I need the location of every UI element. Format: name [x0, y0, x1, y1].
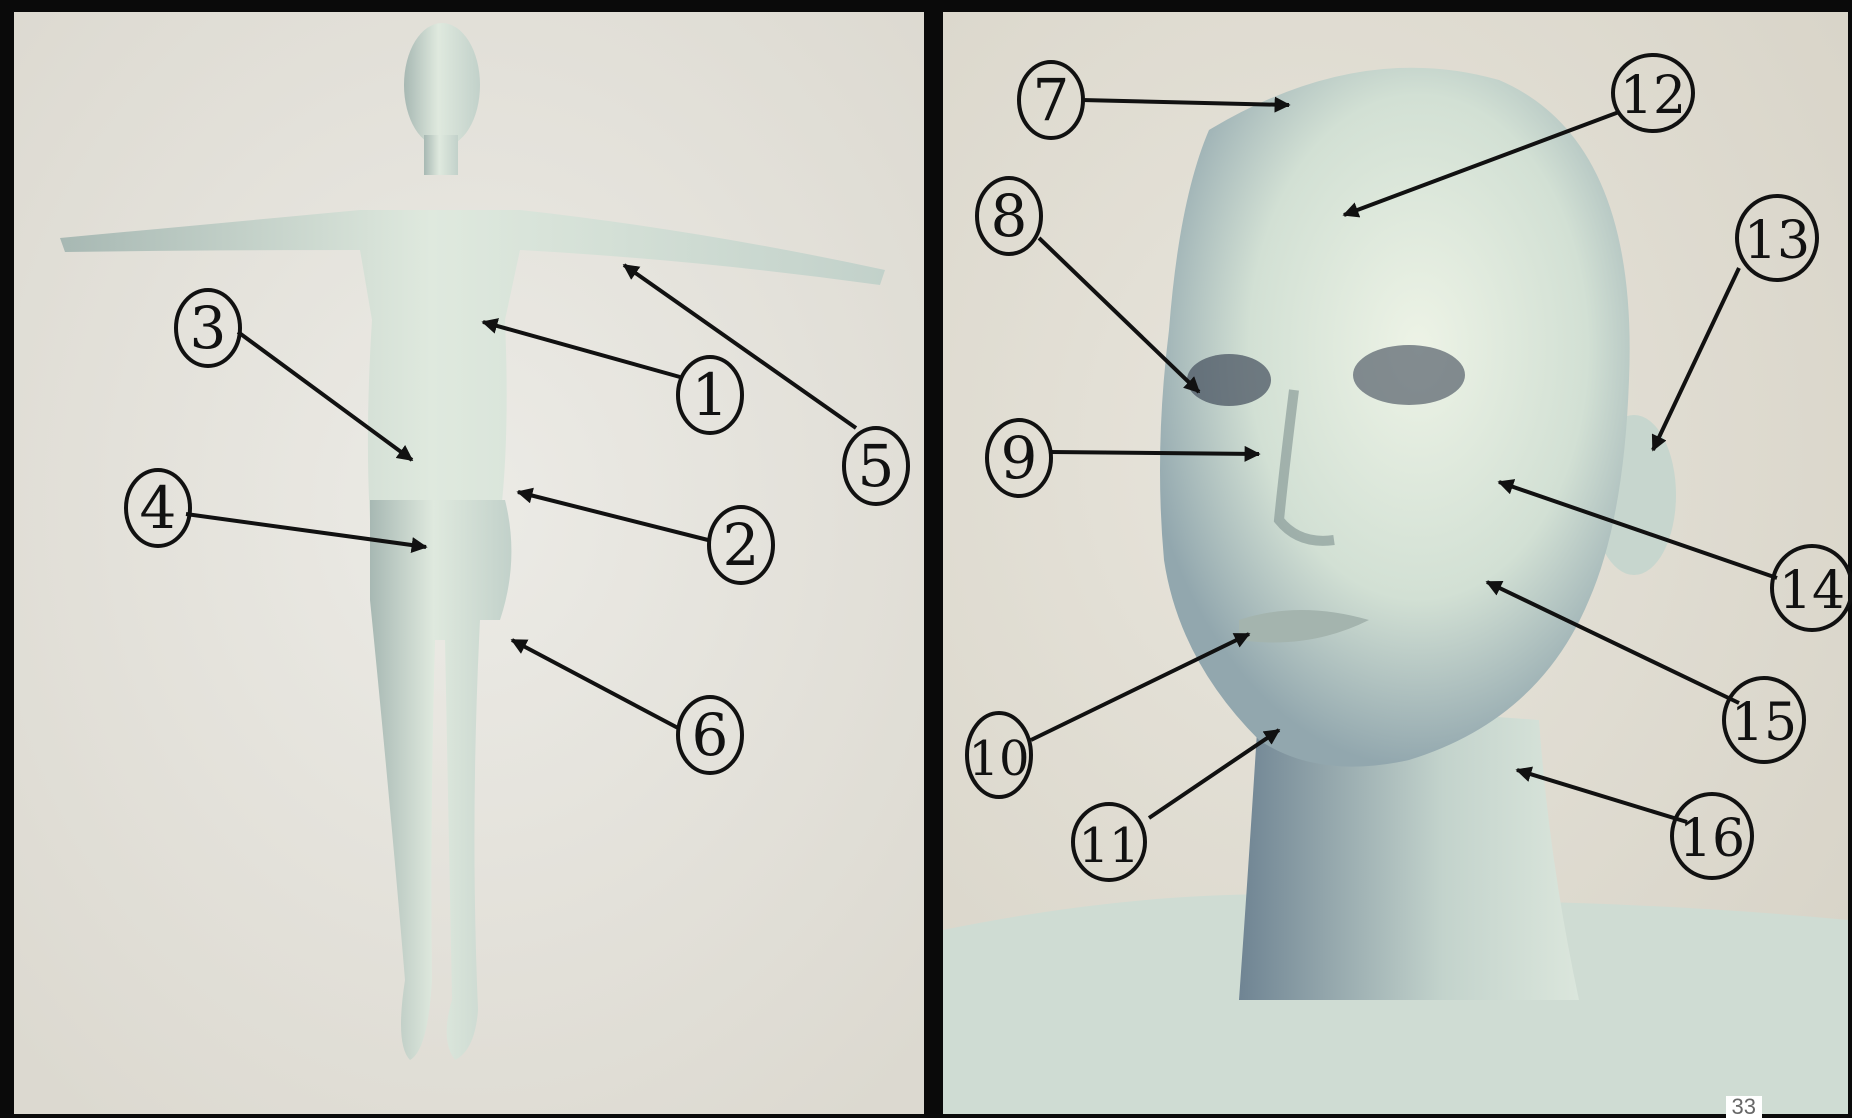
svg-text:10: 10 — [968, 731, 1029, 787]
body-panel-frame: 1 2 3 4 5 — [0, 0, 939, 1118]
svg-text:2: 2 — [723, 511, 760, 579]
face-panel-frame: 7 8 9 10 11 — [939, 0, 1852, 1118]
page-number: 33 — [1726, 1096, 1762, 1118]
svg-text:7: 7 — [1033, 66, 1070, 134]
body-panel: 1 2 3 4 5 — [0, 0, 939, 1118]
svg-text:15: 15 — [1731, 693, 1797, 753]
face-panel: 7 8 9 10 11 — [939, 0, 1852, 1118]
callout-12: 12 — [1613, 55, 1693, 131]
svg-text:1: 1 — [692, 361, 729, 429]
svg-text:4: 4 — [140, 474, 177, 542]
svg-text:11: 11 — [1078, 818, 1139, 874]
svg-text:3: 3 — [190, 294, 227, 362]
svg-text:5: 5 — [858, 432, 895, 500]
svg-text:16: 16 — [1679, 809, 1745, 869]
svg-text:13: 13 — [1744, 211, 1810, 271]
svg-text:12: 12 — [1620, 66, 1686, 126]
svg-text:9: 9 — [1001, 424, 1038, 492]
svg-text:14: 14 — [1779, 561, 1845, 621]
svg-text:8: 8 — [991, 182, 1028, 250]
svg-text:6: 6 — [692, 701, 729, 769]
